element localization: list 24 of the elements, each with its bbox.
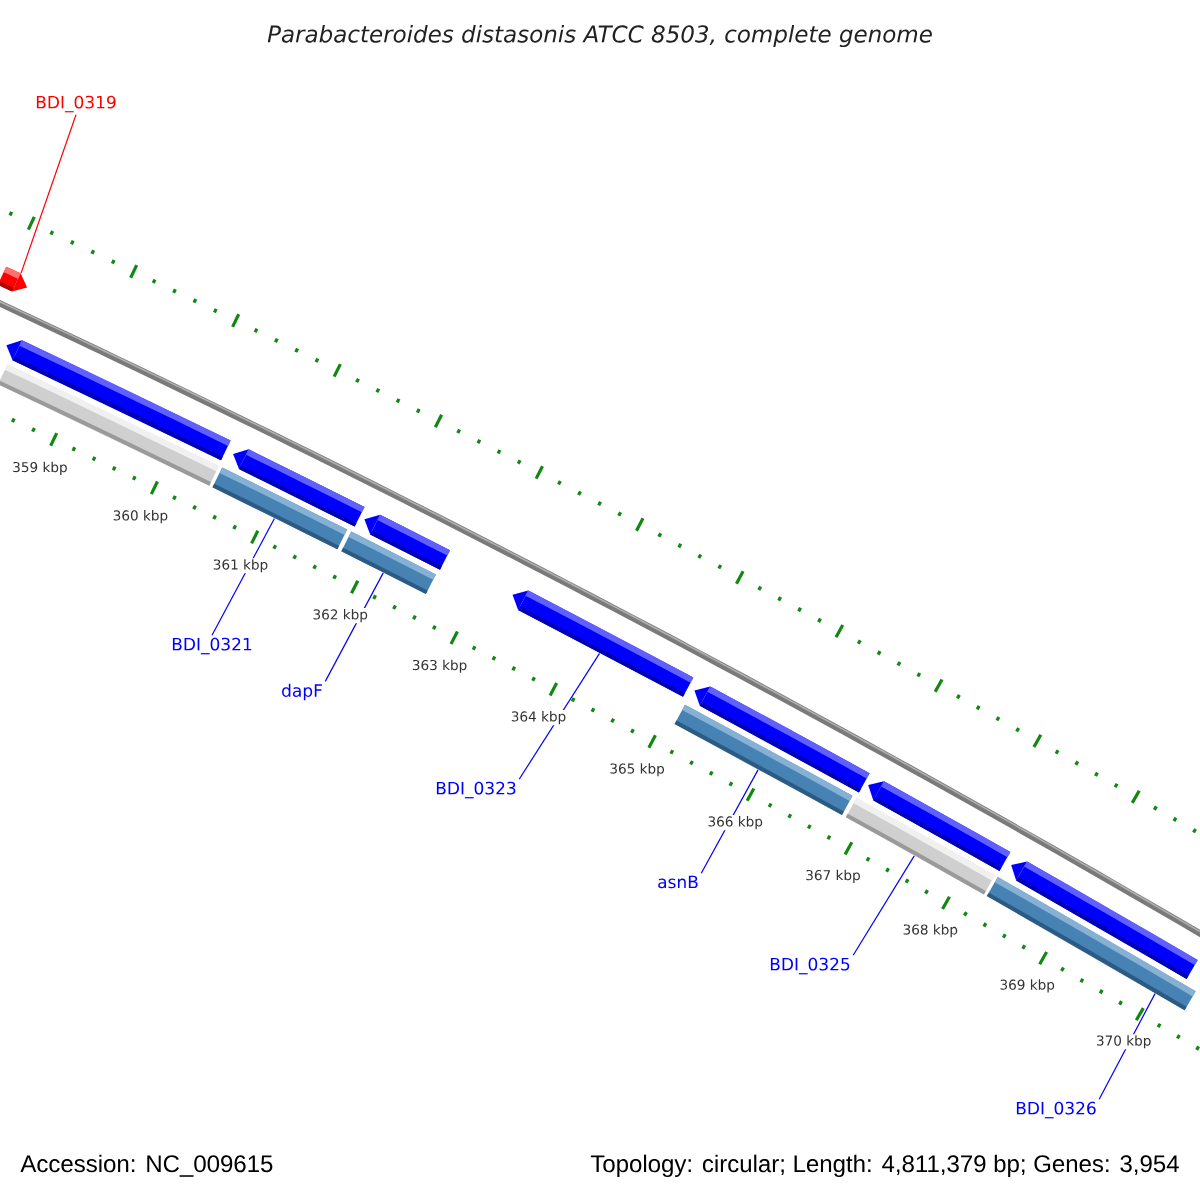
title: Parabacteroides distasonis ATCC 8503, complete genome	[267, 24, 932, 48]
gene-feature	[0, 266, 28, 292]
leader-line	[700, 769, 759, 874]
footer-text: Accession: NC_009615	[20, 1154, 273, 1177]
leader-line	[852, 855, 915, 956]
gene-label: BDI_0326	[1016, 1101, 1096, 1119]
gene-label: BDI_0325	[770, 957, 850, 975]
gene-feature	[6, 340, 231, 461]
leader-line	[324, 572, 384, 682]
footer-text: Topology: circular; Length: 4,811,379 bp; Genes: 3,954	[590, 1154, 1179, 1177]
leader-line	[20, 114, 77, 274]
gene-feature	[512, 590, 694, 697]
gene-feature	[694, 686, 870, 793]
leader-line	[1098, 993, 1156, 1100]
leader-line	[518, 652, 601, 780]
gene-feature	[868, 781, 1011, 872]
gene-feature	[364, 514, 450, 570]
gene-label: BDI_0319	[36, 95, 116, 113]
gene-feature	[233, 449, 365, 527]
gene-label: BDI_0321	[172, 637, 252, 655]
gene-label: asnB	[658, 875, 698, 889]
gene-label: dapF	[282, 683, 322, 701]
gene-feature	[1011, 861, 1198, 979]
gene-label: BDI_0323	[436, 781, 516, 799]
